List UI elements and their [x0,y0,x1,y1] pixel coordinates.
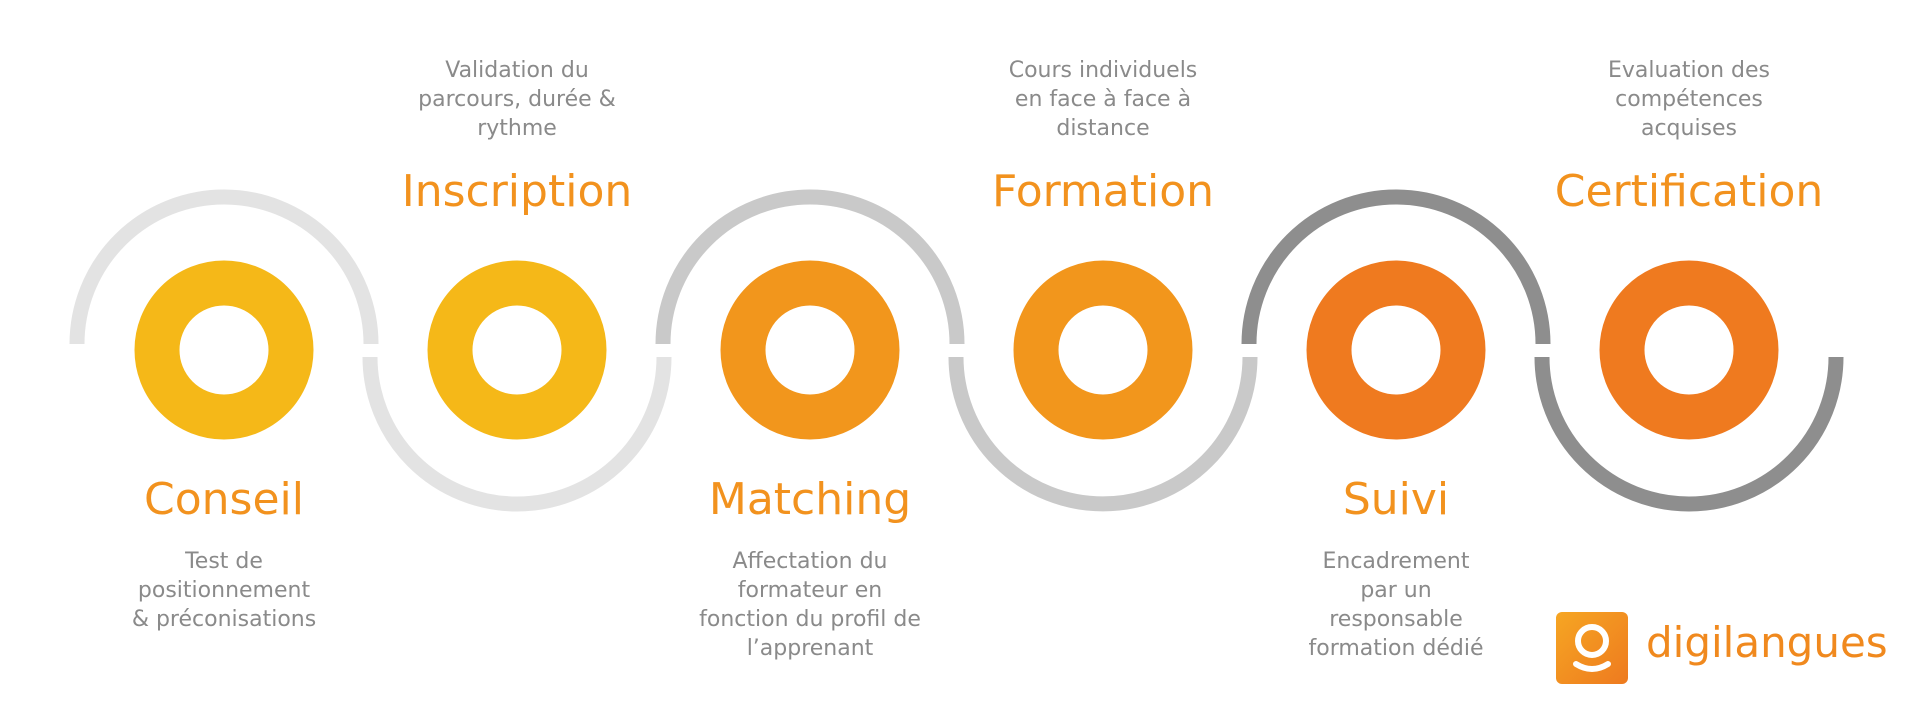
step-title-3: Matching [708,474,912,525]
step-ring-4 [1013,260,1193,440]
step-ring-2 [427,260,607,440]
connector-arc-4 [948,356,1258,512]
step-title-5: Suivi [1342,474,1450,525]
connector-arc-1 [69,189,379,345]
step-desc-3: Affectation du formateur en fonction du … [699,549,921,661]
step-title-4: Formation [991,166,1215,217]
brand-name: digilangues [1646,618,1888,667]
connector-arc-3 [655,189,965,345]
step-ring-5 [1306,260,1486,440]
step-desc-2: Validation du parcours, durée & rythme [418,58,616,141]
step-title-1: Conseil [144,474,304,525]
connector-arc-5 [1241,189,1551,345]
step-title-6: Certification [1554,166,1824,217]
step-desc-5: Encadrement par un responsable formation… [1308,549,1484,661]
step-desc-4: Cours individuels en face à face à dista… [1008,58,1198,141]
step-ring-1 [134,260,314,440]
step-ring-6 [1599,260,1779,440]
step-desc-6: Evaluation des compétences acquises [1607,58,1771,141]
step-ring-3 [720,260,900,440]
digilangues-logo-icon [1556,612,1628,684]
connector-arc-2 [362,356,672,512]
step-title-2: Inscription [401,166,633,217]
step-desc-1: Test de positionnement & préconisations [131,549,317,632]
connector-arc-6 [1534,356,1844,512]
